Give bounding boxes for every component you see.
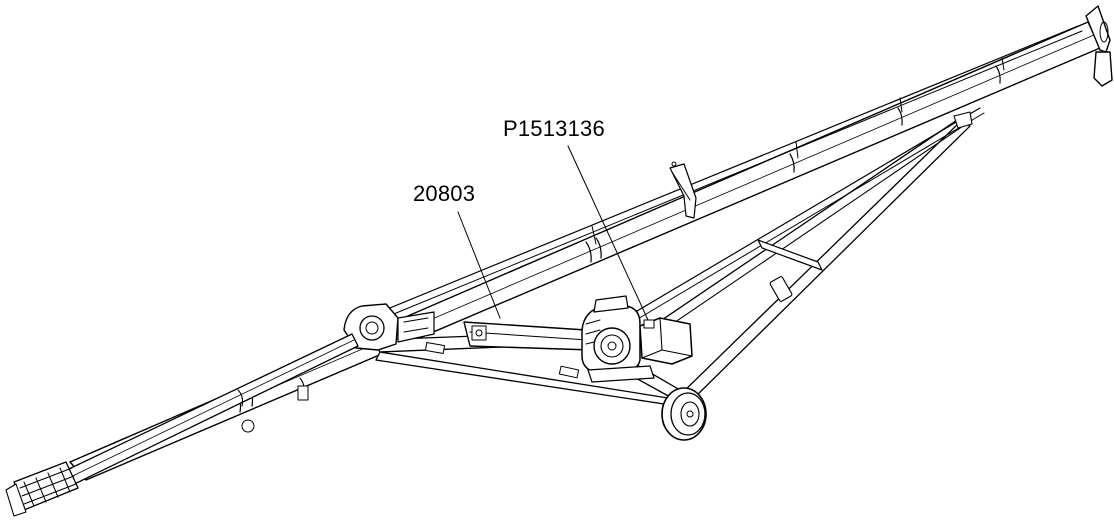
belt-guard [463,321,593,351]
part-callout-fuel-tank: P1513136 [503,116,605,141]
part-callout-belt-guard: 20803 [413,181,476,206]
wheel [661,387,707,441]
engine [581,295,655,383]
fuel-tank [639,317,693,365]
gearbox [343,303,435,351]
intake-cage [5,461,79,517]
discharge-spout [1085,5,1113,87]
leader-lines [457,145,649,321]
intake-tube [49,333,359,493]
winch-bracket [669,161,697,219]
